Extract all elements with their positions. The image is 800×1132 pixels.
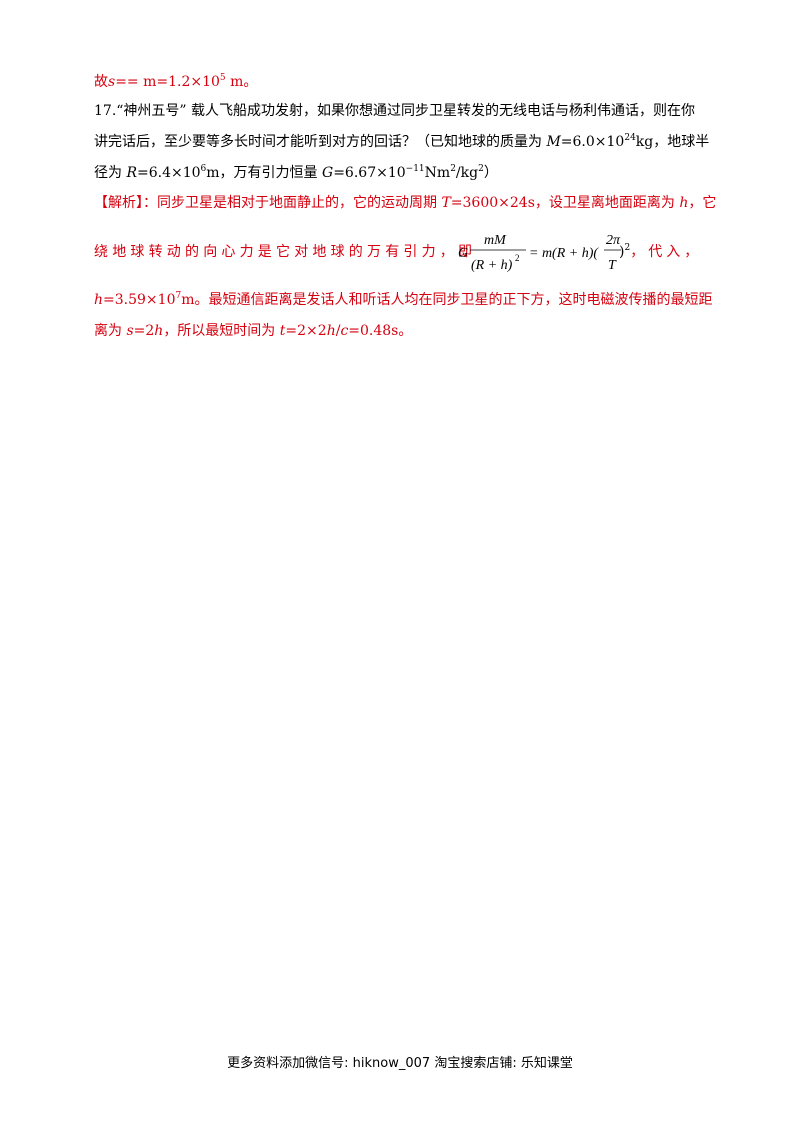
eq-G: G [458,246,468,261]
eq-numerator: mM [484,233,507,248]
solution-line-1: 【解析】：同步卫星是相对于地面静止的，它的运动周期 T=3600×24s，设卫星… [94,193,716,213]
answer-line: 故s== m=1.2×105 m。 [94,72,257,92]
eq-close: )2，代入， [619,242,702,262]
solution-line-4: 离为 s=2h，所以最短时间为 t=2×2h/c=0.48s。 [94,321,412,341]
question-17-line-3: 径为 R=6.4×106m，万有引力恒量 G=6.67×10−11Nm2/kg2… [94,163,498,183]
question-text: kg，地球半 [635,134,710,150]
solution-tag: 【解析】 [94,195,143,211]
var-M: M [546,134,561,150]
var-s: s [108,74,116,90]
answer-unit: m。 [225,74,258,90]
solution-text: =3600×24s，设卫星离地面距离为 [450,195,680,211]
var-t: t [279,323,286,339]
answer-exponent: 5 [219,73,226,83]
exponent: 2 [450,164,456,174]
eq-frac-denominator: T [608,258,617,273]
solution-text: ，它 [688,195,717,211]
question-text: =6.67×10 [333,165,406,181]
question-text: m，万有引力恒量 [206,165,323,181]
eq-close-exponent: 2 [624,243,631,253]
solution-text: ：同步卫星是相对于地面静止的，它的运动周期 [143,195,442,211]
question-text: 17.“神州五号” 载人飞船成功发射，如果你想通过同步卫星转发的无线电话与杨利伟… [94,103,696,119]
question-17-line-2: 讲完话后，至少要等多长时间才能听到对方的回话？（已知地球的质量为 M=6.0×1… [94,132,709,152]
eq-rhs: = m(R + h)( [529,246,599,261]
question-17-line-1: 17.“神州五号” 载人飞船成功发射，如果你想通过同步卫星转发的无线电话与杨利伟… [94,101,695,121]
eq-denominator: (R + h) [471,258,513,273]
question-text: =6.4×10 [137,165,201,181]
question-text: =6.0×10 [560,134,625,150]
solution-line-3: h=3.59×107m。最短通信距离是发话人和听话人均在同步卫星的正下方，这时电… [94,290,713,310]
question-text: ） [483,165,498,181]
var-T: T [441,195,451,211]
exponent: 7 [175,291,182,301]
var-h: h [154,323,164,339]
eq-close-paren: ) [619,244,625,260]
question-text: /kg [455,165,479,181]
var-s: s [126,323,134,339]
solution-text: 绕地球转动的向心力是它对地球的万有引力，即 [94,244,477,260]
solution-text: ，代入， [630,244,703,260]
answer-prefix: 故 [94,74,108,90]
question-text: 径为 [94,165,127,181]
exponent: 24 [624,133,636,143]
answer-value: == m=1.2×10 [115,74,220,90]
var-R: R [126,165,137,181]
solution-text: m。最短通信距离是发话人和听话人均在同步卫星的正下方，这时电磁波传播的最短距 [181,292,713,308]
eq-frac-numerator: 2π [606,233,621,248]
var-h: h [679,195,689,211]
eq-denominator-exponent: 2 [515,253,520,263]
solution-text: ，所以最短时间为 [163,323,280,339]
exponent: −11 [405,164,425,174]
var-h: h [326,323,336,339]
var-G: G [322,165,334,181]
solution-text: =2×2 [285,323,327,339]
solution-text: =3.59×10 [103,292,176,308]
var-h: h [94,292,104,308]
page-footer: 更多资料添加微信号: hiknow_007 淘宝搜索店铺: 乐知课堂 [227,1056,573,1071]
exponent: 2 [478,164,484,174]
solution-text: =0.48s。 [348,323,413,339]
solution-text: =2 [133,323,155,339]
solution-text: 离为 [94,323,127,339]
solution-text: / [335,323,341,339]
var-c: c [340,323,349,339]
solution-line-2: 绕地球转动的向心力是它对地球的万有引力，即 [94,242,476,262]
exponent: 6 [200,164,207,174]
question-text: Nm [424,165,451,181]
gravity-equation: G mM (R + h) 2 = m(R + h)( 2π T [458,233,621,273]
question-text: 讲完话后，至少要等多长时间才能听到对方的回话？（已知地球的质量为 [94,134,547,150]
